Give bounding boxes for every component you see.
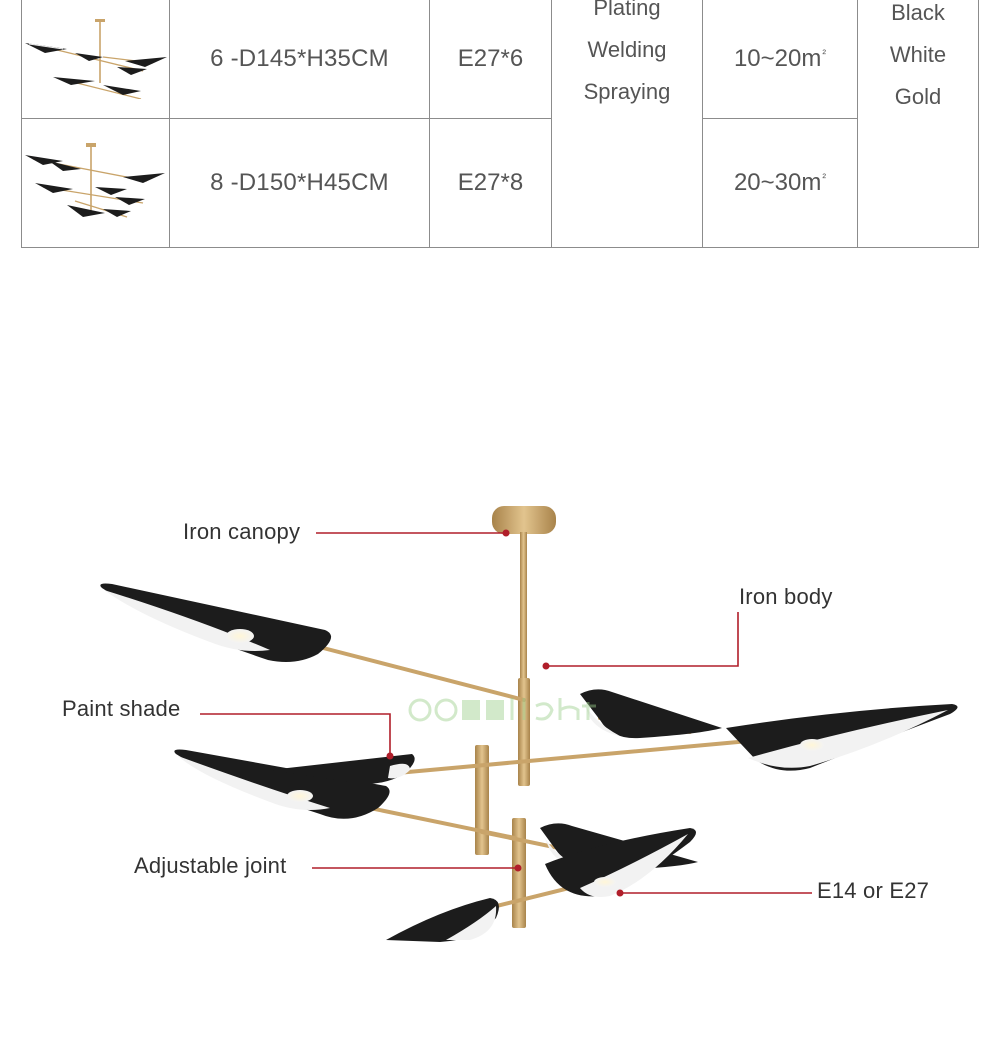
callout-bulb-type: E14 or E27 [817, 878, 930, 903]
process-list: Plating Welding Spraying [552, 0, 702, 113]
size-cell: 8 -D150*H45CM [169, 118, 430, 248]
process-welding: Welding [587, 37, 667, 62]
joint-sleeve [512, 818, 526, 928]
color-gold: Gold [894, 84, 942, 109]
canopy [492, 506, 556, 534]
socket-cell: E27*8 [429, 118, 552, 248]
callout-iron-body: Iron body [739, 584, 833, 609]
table-row: 6 -D145*H35CM E27*6 Plating Welding Spra… [21, 0, 979, 248]
callout-iron-canopy: Iron canopy [183, 519, 301, 544]
chandelier-diagram: Iron canopy Iron body Paint shade Adjust… [0, 470, 1000, 990]
color-list: Black White Gold [858, 0, 978, 118]
color-cell: Black White Gold [857, 0, 979, 248]
thumbnail-cell [21, 118, 170, 248]
process-spraying: Spraying [583, 79, 671, 104]
callout-dots [386, 529, 624, 897]
stem-sleeve [518, 678, 530, 786]
area-value: 10~20m [733, 44, 822, 72]
six-arm-chandelier-thumbnail-icon [24, 18, 167, 99]
process-plating: Plating [593, 0, 661, 20]
thumbnail-cell [21, 0, 170, 119]
area-unit: ² [822, 47, 827, 60]
stem [520, 532, 527, 782]
size-cell: 6 -D145*H35CM [169, 0, 430, 119]
eight-arm-chandelier-thumbnail-icon [24, 143, 165, 218]
color-black: Black [891, 0, 945, 25]
spec-table: 6 -D145*H35CM E27*6 Plating Welding Spra… [21, 0, 979, 248]
callout-lines [200, 532, 812, 894]
chandelier-illustration [100, 506, 958, 942]
socket-cell: E27*6 [429, 0, 552, 119]
area-unit: ² [822, 172, 827, 184]
callout-paint-shade: Paint shade [62, 696, 181, 721]
process-cell: Plating Welding Spraying [551, 0, 703, 248]
brand-watermark-logo-icon [408, 698, 596, 722]
table-row: 8 -D150*H45CM E27*8 20~30m² [21, 118, 979, 248]
area-cell: 20~30m² [702, 118, 858, 248]
area-value: 20~30m [733, 169, 822, 196]
callout-adjustable-joint: Adjustable joint [134, 853, 287, 878]
joint-sleeve [475, 745, 489, 855]
area-cell: 10~20m² [702, 0, 858, 119]
color-white: White [889, 42, 947, 67]
lamp-shades [100, 583, 958, 942]
